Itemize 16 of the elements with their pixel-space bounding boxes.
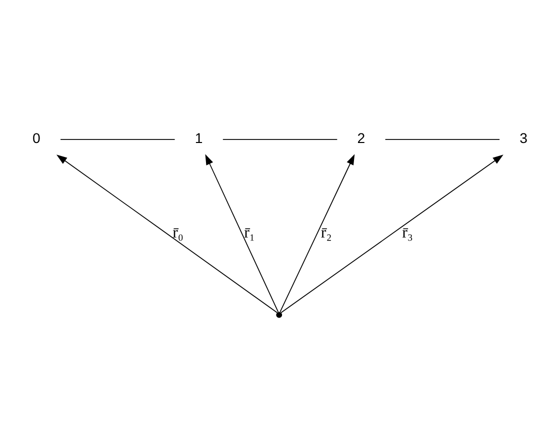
arrow	[56, 154, 278, 313]
node-text: 3	[520, 129, 528, 146]
connector	[222, 138, 338, 140]
node-text: 1	[194, 129, 203, 146]
arrow	[280, 154, 355, 312]
edge-label: r̄₀	[172, 224, 184, 242]
edge-label: r̄₃	[402, 224, 413, 242]
node-text: 0	[32, 129, 40, 146]
arrow	[280, 154, 504, 313]
edge-label: r̄₁	[244, 224, 255, 242]
arrow	[205, 154, 279, 312]
edge-label: r̄₂	[320, 224, 332, 242]
node-dot	[276, 311, 282, 318]
connector	[384, 138, 500, 140]
connector	[60, 138, 176, 140]
node-text: 2	[357, 129, 366, 146]
